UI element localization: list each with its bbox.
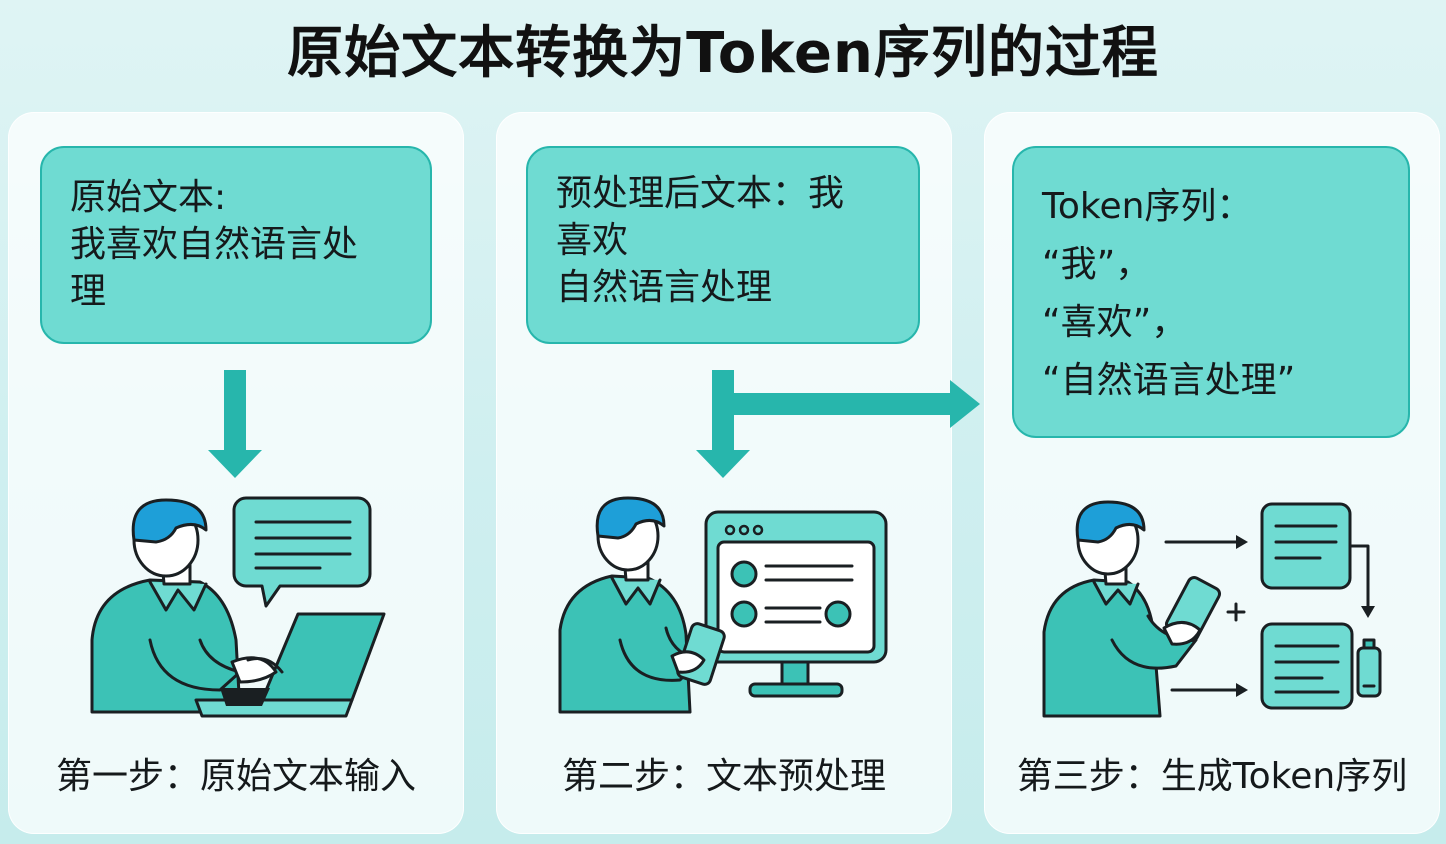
preprocessed-text-box: 预处理后文本：我 喜欢 自然语言处理 [526,146,920,344]
step-panel-3: Token序列： “我”， “喜欢”， “自然语言处理” 第三步：生成Token… [984,112,1440,834]
box-line: 我喜欢自然语言处 [70,224,359,265]
box-line: Token序列： [1042,186,1253,227]
box-line: “喜欢”， [1042,302,1188,343]
raw-text-box: 原始文本: 我喜欢自然语言处 理 [40,146,432,344]
box-line: 自然语言处理 [556,267,773,308]
step-caption-2: 第二步：文本预处理 [561,756,886,797]
page-title: 原始文本转换为Token序列的过程 [287,21,1159,86]
box-line: 原始文本: [70,177,227,218]
box-line: “我”， [1042,244,1152,285]
box-line: 预处理后文本：我 [556,173,845,214]
step-panel-2: 预处理后文本：我 喜欢 自然语言处理 第二步：文本预处理 [496,112,952,834]
box-line: 喜欢 [556,220,629,261]
box-line: 理 [70,271,107,312]
step-caption-1: 第一步：原始文本输入 [55,756,416,797]
box-line: “自然语言处理” [1042,360,1296,401]
step-caption-3: 第三步：生成Token序列 [1016,756,1408,797]
step-panel-1: 原始文本: 我喜欢自然语言处 理 第一步：原始文本输入 [8,112,464,834]
token-sequence-box: Token序列： “我”， “喜欢”， “自然语言处理” [1012,146,1410,438]
